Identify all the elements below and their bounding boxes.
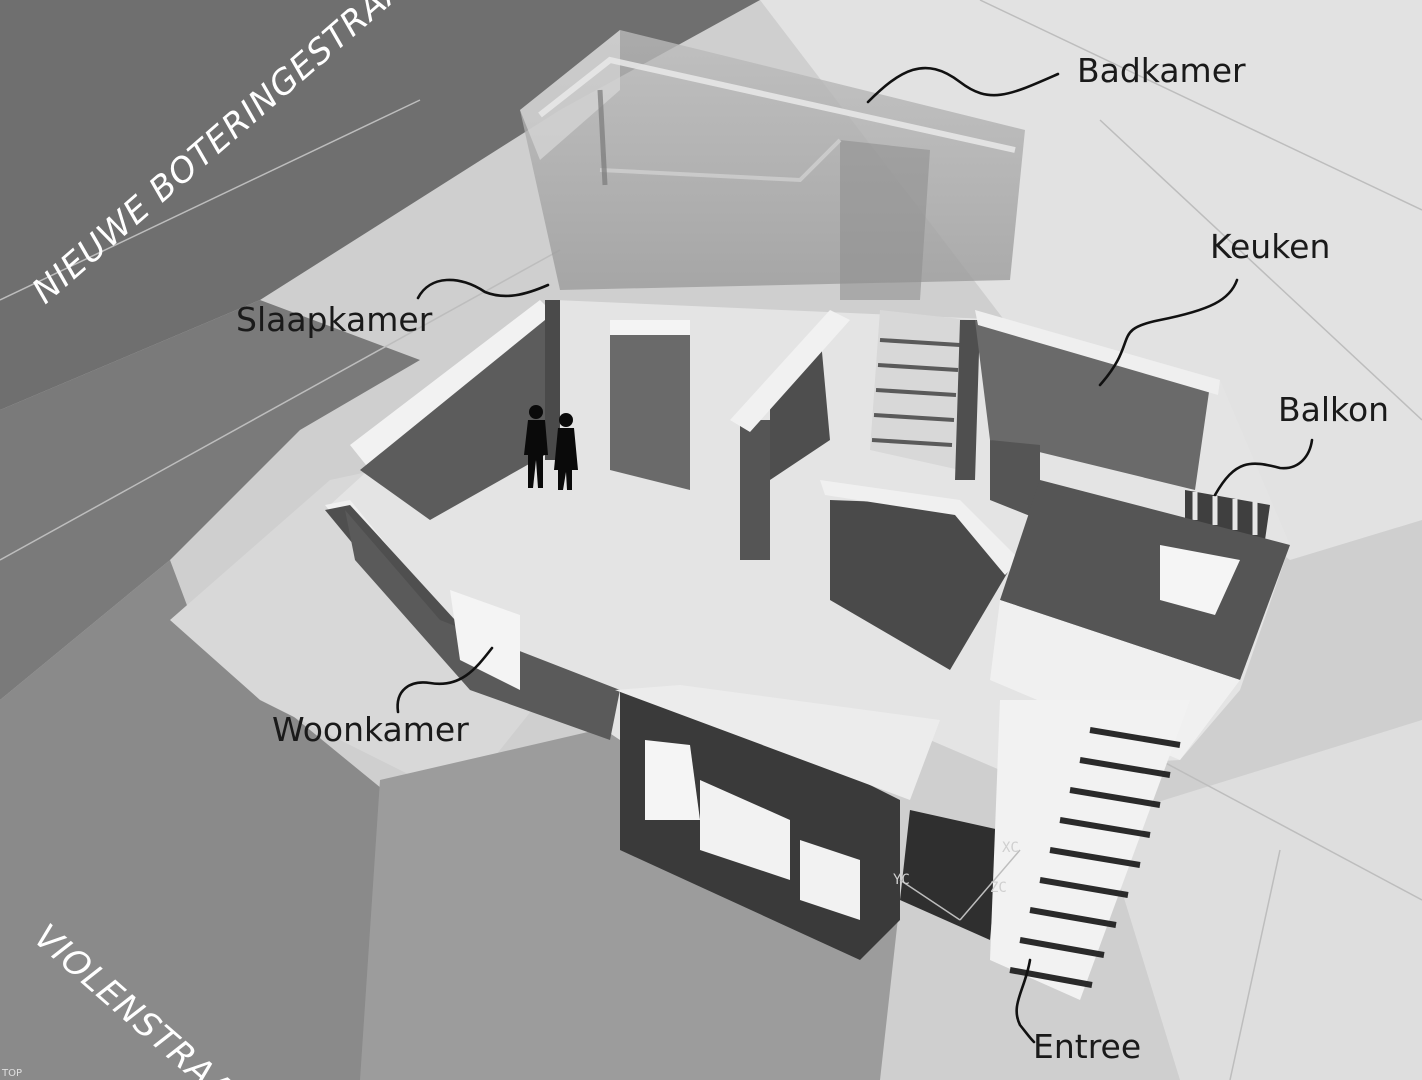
room-label-badkamer: Badkamer xyxy=(1077,51,1246,90)
upper-floor-glass xyxy=(520,30,1025,300)
room-label-entree: Entree xyxy=(1033,1027,1141,1066)
leader-keuken xyxy=(1098,278,1239,387)
room-label-keuken: Keuken xyxy=(1210,227,1330,266)
leader-badkamer xyxy=(866,66,1060,104)
room-label-woonkamer: Woonkamer xyxy=(272,710,469,749)
axis-label-zc: ZC xyxy=(990,880,1007,896)
leader-balkon xyxy=(1213,438,1314,497)
people-silhouette-icon xyxy=(524,405,578,490)
axis-label-xc: XC xyxy=(1002,840,1019,856)
street-violenstraat xyxy=(0,560,420,1080)
label-leaders xyxy=(396,66,1314,1044)
leader-woonkamer xyxy=(396,646,494,714)
view-label: TOP xyxy=(1,1068,22,1079)
leader-slaapkamer xyxy=(416,278,550,300)
street-band-left xyxy=(0,300,420,700)
room-label-slaapkamer: Slaapkamer xyxy=(236,300,433,339)
axis-label-yc: YC xyxy=(893,872,910,888)
ground-light-bottom-right xyxy=(1100,720,1422,1080)
leader-entree xyxy=(1015,958,1036,1044)
axis-triad-icon: XC YC ZC xyxy=(893,840,1021,921)
walls xyxy=(325,300,1290,1000)
room-label-balkon: Balkon xyxy=(1278,390,1389,429)
